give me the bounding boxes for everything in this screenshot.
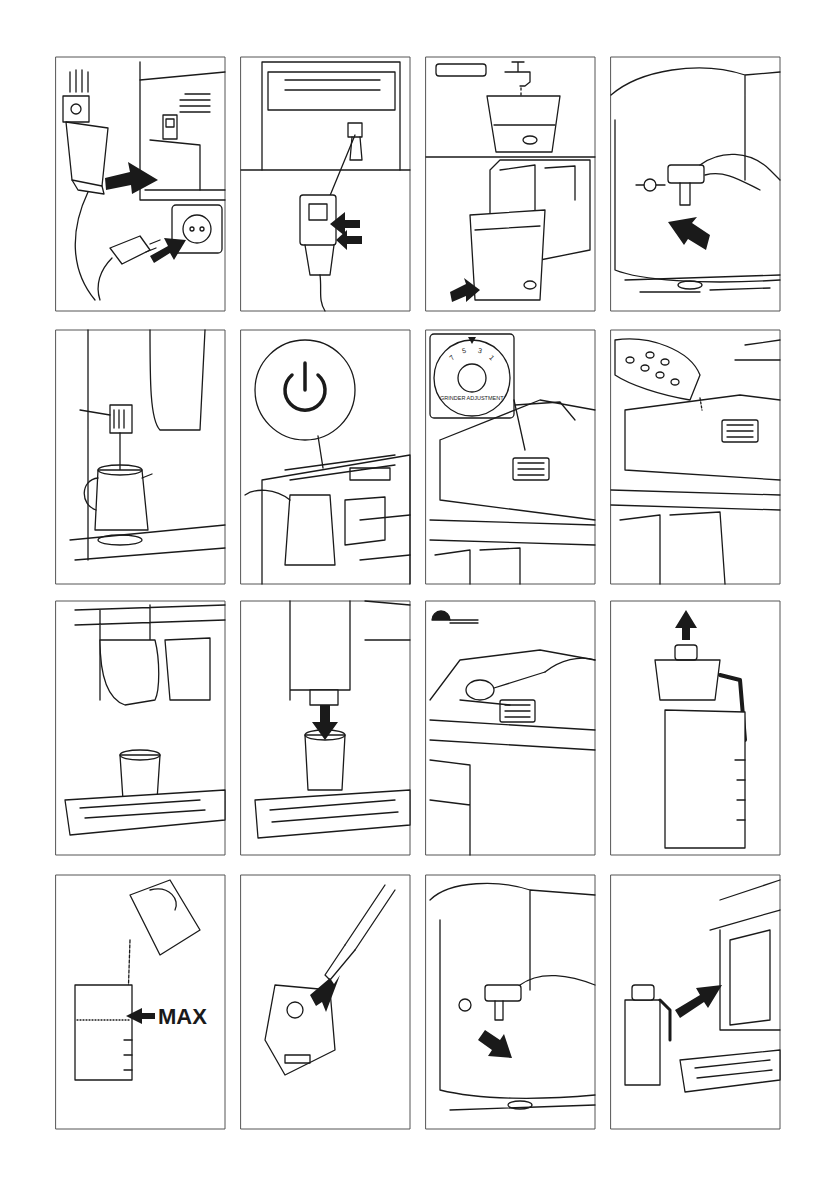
panel-frames bbox=[56, 57, 780, 1129]
dial-caption: GRINDER ADJUSTMENT bbox=[440, 396, 504, 402]
preground-panel bbox=[430, 611, 595, 855]
tube-lid-panel bbox=[265, 885, 395, 1075]
power-cable-panel bbox=[63, 62, 225, 300]
spout-remove-panel bbox=[430, 883, 595, 1110]
pour-milk-panel bbox=[75, 880, 200, 1080]
max-label: MAX bbox=[158, 1006, 207, 1028]
power-button-panel bbox=[245, 340, 410, 584]
grinder-panel bbox=[430, 334, 595, 584]
cup-arrow-panel bbox=[255, 601, 410, 838]
spout-insert-panel bbox=[611, 68, 780, 292]
beans-panel bbox=[611, 339, 780, 584]
cup-panel bbox=[65, 605, 225, 835]
milk-insert-panel bbox=[625, 880, 780, 1092]
water-tank-panel bbox=[426, 62, 595, 302]
jug-panel bbox=[70, 330, 225, 560]
switch-panel bbox=[241, 62, 410, 311]
milk-container-panel bbox=[655, 610, 745, 848]
